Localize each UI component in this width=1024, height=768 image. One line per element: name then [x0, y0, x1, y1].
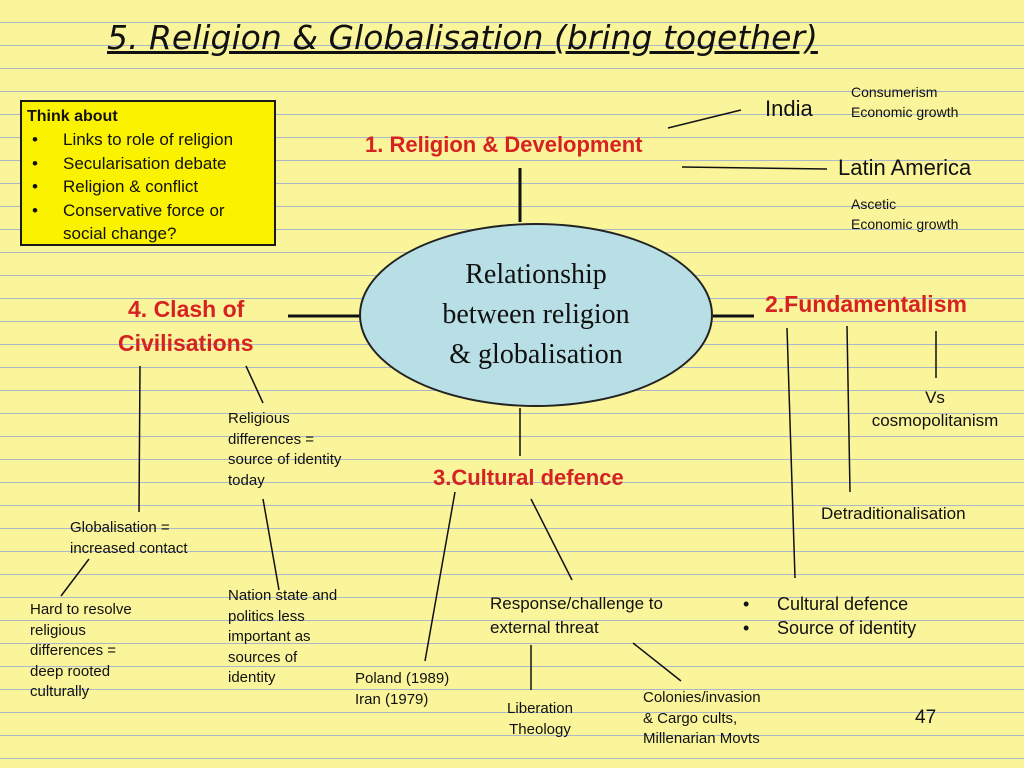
- center-node: Relationship between religion & globalis…: [359, 223, 713, 407]
- note-line: Iran (1979): [355, 690, 429, 708]
- note-line: culturally: [30, 683, 90, 700]
- list-item: Secularisation debate: [27, 152, 269, 176]
- list-item: Links to role of religion: [27, 128, 269, 152]
- center-line: Relationship: [465, 259, 607, 290]
- note-globalisation-contact: Globalisation = increased contact: [70, 518, 188, 559]
- note-line: Poland (1989): [355, 670, 450, 687]
- branch-cultural-defence: 3.Cultural defence: [433, 465, 624, 490]
- note-latin-details: Ascetic Economic growth: [851, 194, 958, 234]
- note-line: increased contact: [70, 539, 188, 557]
- note-line: & Cargo cults,: [643, 709, 738, 727]
- branch-religion-development: 1. Religion & Development: [365, 132, 643, 157]
- note-line: religious: [30, 621, 86, 639]
- note-line: cosmopolitanism: [871, 411, 999, 430]
- note-line: Globalisation =: [70, 519, 170, 536]
- center-line: & globalisation: [449, 339, 623, 370]
- fundamentalism-bullets: Cultural defence Source of identity: [743, 592, 916, 640]
- note-line: today: [228, 471, 265, 489]
- note-line: important as: [228, 628, 311, 645]
- list-item: Cultural defence: [743, 592, 916, 616]
- page-number: 47: [915, 707, 937, 728]
- note-latin-america: Latin America: [838, 155, 972, 180]
- list-item: Conservative force or social change?: [27, 199, 269, 246]
- note-line: Millenarian Movts: [643, 730, 760, 747]
- branch-fundamentalism: 2.Fundamentalism: [765, 291, 967, 317]
- note-line: Hard to resolve: [30, 601, 132, 618]
- think-about-heading: Think about: [27, 108, 118, 125]
- note-detraditionalisation: Detraditionalisation: [821, 504, 966, 523]
- note-vs-cosmopolitanism: Vs cosmopolitanism: [860, 386, 1010, 432]
- note-line: differences =: [30, 642, 117, 659]
- note-line: external threat: [490, 618, 599, 637]
- note-line: source of identity: [228, 451, 342, 468]
- note-liberation-theology: Liberation Theology: [495, 699, 585, 740]
- note-line: Religious: [228, 410, 290, 427]
- think-about-box: Think about Links to role of religion Se…: [20, 100, 276, 246]
- think-about-list: Links to role of religion Secularisation…: [27, 128, 269, 246]
- note-line: politics less: [228, 607, 305, 625]
- note-india-details: Consumerism Economic growth: [851, 82, 958, 122]
- note-poland-iran: Poland (1989) Iran (1979): [355, 669, 449, 710]
- center-line: between religion: [442, 299, 630, 330]
- note-line: differences =: [228, 430, 315, 448]
- note-response: Response/challenge to external threat: [490, 592, 663, 640]
- note-nation-state: Nation state and politics less important…: [228, 586, 337, 689]
- note-religious-differences: Religious differences = source of identi…: [228, 409, 341, 491]
- note-line: Colonies/invasion: [643, 689, 761, 706]
- list-item: Religion & conflict: [27, 175, 269, 199]
- branch-clash-line: Civilisations: [118, 330, 254, 356]
- note-hard-to-resolve: Hard to resolve religious differences = …: [30, 600, 132, 703]
- note-line: Economic growth: [851, 216, 959, 232]
- slide-title: 5. Religion & Globalisation (bring toget…: [107, 18, 818, 57]
- note-line: Ascetic: [851, 196, 897, 212]
- note-line: Consumerism: [851, 84, 938, 100]
- note-line: Vs: [925, 388, 945, 407]
- note-line: Economic growth: [851, 104, 959, 120]
- note-line: Theology: [509, 720, 571, 738]
- note-india: India: [765, 96, 813, 121]
- note-line: Response/challenge to: [490, 594, 663, 613]
- note-line: Nation state and: [228, 587, 338, 604]
- list-item: Source of identity: [743, 616, 916, 640]
- note-colonies: Colonies/invasion & Cargo cults, Millena…: [643, 688, 761, 750]
- note-line: sources of: [228, 648, 298, 666]
- branch-clash-line: 4. Clash of: [128, 296, 245, 322]
- note-line: deep rooted: [30, 662, 111, 680]
- note-line: identity: [228, 669, 276, 686]
- note-line: Liberation: [507, 700, 573, 717]
